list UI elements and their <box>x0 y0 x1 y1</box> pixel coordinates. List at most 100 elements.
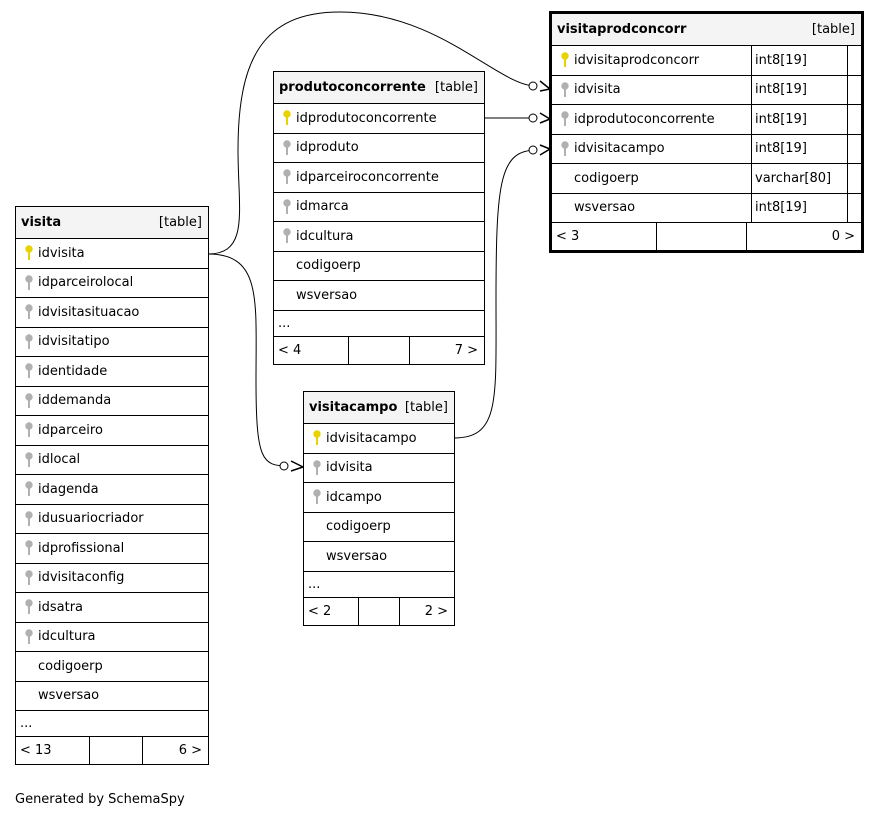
column-name: idcultura <box>38 629 96 645</box>
column-type: int8[19] <box>751 105 847 134</box>
column-name-cell: wsversao <box>552 194 751 223</box>
column-name: wsversao <box>38 688 100 704</box>
column-name: idvisitaconfig <box>38 570 125 586</box>
foreign-key-icon <box>20 334 38 350</box>
optional-marker <box>279 461 289 471</box>
column-row[interactable]: iddemanda <box>16 387 208 416</box>
column-name: idproduto <box>296 140 359 156</box>
column-row[interactable]: idparceirolocal <box>16 269 208 298</box>
primary-key-icon <box>556 52 574 68</box>
footer-middle <box>359 597 400 625</box>
column-row[interactable]: wsversao <box>16 682 208 711</box>
children-count[interactable]: 7 > <box>454 342 478 358</box>
foreign-key-icon <box>556 82 574 98</box>
column-row[interactable]: idsatra <box>16 593 208 623</box>
column-name: idvisitaprodconcorr <box>574 52 700 68</box>
table-visitaprodconcorr[interactable]: visitaprodconcorr [table] idvisitaprodco… <box>549 11 864 253</box>
table-kind: [table] <box>404 400 448 415</box>
column-name-cell: idlocal <box>16 446 208 475</box>
optional-marker <box>528 81 538 91</box>
column-name-cell: iddemanda <box>16 387 208 416</box>
column-row[interactable]: idvisitacampo int8[19] <box>552 134 861 164</box>
column-name: idvisitatipo <box>38 334 110 350</box>
column-name-cell: idsatra <box>16 593 208 622</box>
column-row[interactable]: idcultura <box>274 222 484 252</box>
optional-marker <box>528 113 538 123</box>
parents-count[interactable]: < 2 <box>304 597 359 625</box>
column-row[interactable]: codigoerp <box>274 252 484 281</box>
column-row[interactable]: idvisitaconfig <box>16 564 208 593</box>
parents-count[interactable]: < 4 <box>274 336 349 364</box>
column-name: codigoerp <box>296 258 361 274</box>
column-name-cell: idparceiroconcorrente <box>274 163 484 192</box>
column-row[interactable]: idcultura <box>16 623 208 652</box>
column-name: iddemanda <box>38 393 112 409</box>
many-marker <box>290 460 304 472</box>
table-footer: < 13 6 > <box>16 737 208 764</box>
table-produtoconcorrente[interactable]: produtoconcorrente [table] idprodutoconc… <box>273 71 485 365</box>
column-extra <box>847 105 861 134</box>
column-name: codigoerp <box>326 519 391 535</box>
column-row[interactable]: wsversao <box>274 281 484 311</box>
column-name: wsversao <box>574 200 636 216</box>
column-extra <box>847 134 861 163</box>
column-type: int8[19] <box>751 134 847 163</box>
column-row[interactable]: idprofissional <box>16 534 208 564</box>
foreign-key-icon <box>20 481 38 497</box>
column-name-cell: wsversao <box>274 281 484 310</box>
footer-middle <box>657 223 747 250</box>
column-name: idvisitacampo <box>574 141 665 157</box>
foreign-key-icon <box>278 140 296 156</box>
column-row[interactable]: idvisita <box>16 239 208 269</box>
link-visitacampo-visitaprodconcorr <box>453 149 538 439</box>
foreign-key-icon <box>20 511 38 527</box>
table-kind: [table] <box>158 215 202 230</box>
foreign-key-icon <box>556 111 574 127</box>
column-row[interactable]: idproduto <box>274 134 484 163</box>
parents-count[interactable]: < 3 <box>552 223 657 250</box>
column-row[interactable]: idvisitacampo <box>304 424 454 454</box>
column-row[interactable]: idparceiro <box>16 416 208 446</box>
column-row[interactable]: idvisitasituacao <box>16 298 208 328</box>
foreign-key-icon <box>278 228 296 244</box>
more-columns: ... <box>274 311 484 337</box>
column-name: wsversao <box>296 287 358 303</box>
column-name-cell: wsversao <box>304 542 454 571</box>
children-count[interactable]: 2 > <box>424 603 448 619</box>
column-name: idparceirolocal <box>38 275 134 291</box>
column-row[interactable]: idcampo <box>304 483 454 513</box>
column-name-cell: idprodutoconcorrente <box>274 104 484 133</box>
column-name-cell: codigoerp <box>274 252 484 281</box>
foreign-key-icon <box>20 422 38 438</box>
column-name-cell: idvisita <box>552 76 751 105</box>
column-name: idvisitacampo <box>326 430 417 446</box>
parents-count[interactable]: < 13 <box>16 737 90 764</box>
children-count[interactable]: 0 > <box>831 229 855 244</box>
column-row[interactable]: idagenda <box>16 475 208 505</box>
optional-marker <box>528 145 538 155</box>
column-name: idprodutoconcorrente <box>574 111 715 127</box>
column-row[interactable]: idvisitatipo <box>16 328 208 357</box>
column-row[interactable]: codigoerp <box>16 652 208 682</box>
column-row[interactable]: wsversao <box>304 542 454 572</box>
foreign-key-icon <box>20 452 38 468</box>
children-count[interactable]: 6 > <box>178 743 202 758</box>
column-row[interactable]: idparceiroconcorrente <box>274 163 484 193</box>
column-name: idvisita <box>38 245 85 261</box>
column-row[interactable]: idprodutoconcorrente int8[19] <box>552 105 861 135</box>
column-row[interactable]: codigoerp <box>304 513 454 542</box>
column-row[interactable]: identidade <box>16 357 208 387</box>
column-row[interactable]: idvisita <box>304 454 454 483</box>
table-footer: < 4 7 > <box>274 336 484 364</box>
column-row[interactable]: idlocal <box>16 446 208 475</box>
column-row[interactable]: idusuariocriador <box>16 505 208 534</box>
column-name: codigoerp <box>38 658 103 674</box>
column-row[interactable]: idmarca <box>274 193 484 222</box>
column-row[interactable]: idprodutoconcorrente <box>274 104 484 134</box>
